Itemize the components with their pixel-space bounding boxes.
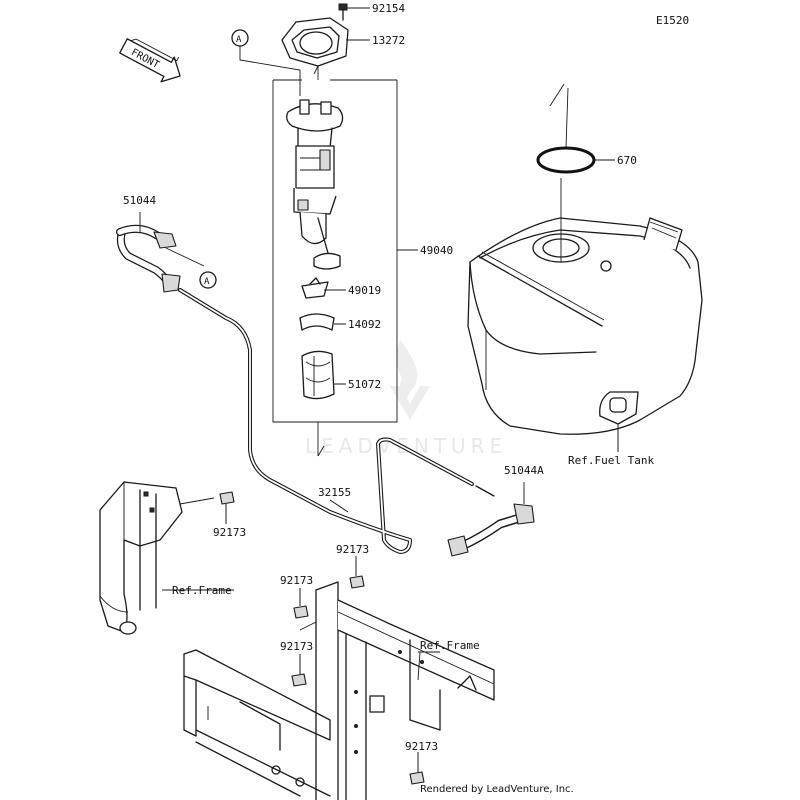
part-label-51044a: 51044A [504, 464, 544, 477]
ref-frame-label-bottom: Ref.Frame [420, 639, 480, 652]
part-label-92173-e: 92173 [405, 740, 438, 753]
clip-92173-d [291, 673, 307, 687]
ref-a-top: A [231, 29, 301, 96]
fuel-pump-assembly: A [231, 3, 418, 457]
hose-51044 [116, 212, 205, 293]
part-label-49040: 49040 [420, 244, 453, 257]
clip-92173-e [409, 771, 425, 785]
ref-a-bottom: A [199, 271, 217, 289]
ref-a-top-label: A [236, 35, 242, 45]
part-label-14092: 14092 [348, 318, 381, 331]
frame-bottom [183, 581, 495, 800]
diagram-code: E1520 [656, 14, 689, 27]
fuel-tank [467, 178, 703, 452]
part-label-51044: 51044 [123, 194, 156, 207]
clip-14092 [299, 313, 335, 331]
tube-32155 [178, 288, 474, 554]
part-label-32155: 32155 [318, 486, 351, 499]
pump-module-49040 [286, 99, 344, 270]
part-label-92173-a: 92173 [213, 526, 246, 539]
hose-51044a [447, 482, 535, 557]
part-label-92173-c: 92173 [280, 574, 313, 587]
clip-92173-c [293, 605, 309, 619]
part-label-92173-b: 92173 [336, 543, 369, 556]
ref-fuel-tank-label: Ref.Fuel Tank [568, 454, 654, 467]
o-ring-670 [536, 83, 596, 174]
ref-frame-label-left: Ref.Frame [172, 584, 232, 597]
clip-92173-b [349, 575, 365, 589]
part-label-670: 670 [617, 154, 637, 167]
render-credit: Rendered by LeadVenture, Inc. [420, 784, 574, 795]
filter-49019 [301, 277, 329, 299]
ref-a-bottom-label: A [204, 277, 210, 287]
watermark-text: LEADVENTURE [305, 434, 507, 458]
part-label-13272: 13272 [372, 34, 405, 47]
part-label-92173-d: 92173 [280, 640, 313, 653]
part-label-92154: 92154 [372, 2, 405, 15]
part-label-51072: 51072 [348, 378, 381, 391]
clip-92173-a [219, 491, 235, 505]
bolt-92154 [338, 3, 348, 21]
frame-left [99, 481, 234, 635]
cover-51072 [301, 350, 335, 400]
part-label-49019: 49019 [348, 284, 381, 297]
gasket-13272 [281, 17, 349, 67]
front-arrow-icon: FRONT [119, 38, 181, 83]
